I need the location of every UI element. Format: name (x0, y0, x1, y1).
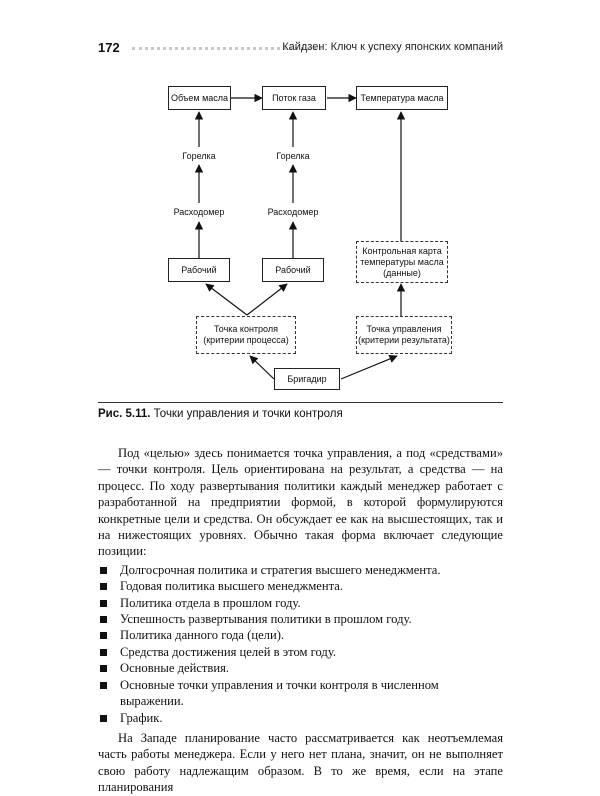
square-bullet-icon (100, 648, 107, 656)
square-bullet-icon (100, 599, 107, 607)
list-item: График. (98, 710, 503, 726)
node-oil-volume: Объем масла (168, 86, 231, 110)
node-oil-temperature-control-chart: Контрольная карта температуры масла (дан… (356, 241, 448, 283)
node-flowmeter-1: Расходомер (173, 206, 225, 217)
figure-caption: Рис. 5.11. Точки управления и точки конт… (98, 408, 343, 420)
page-number: 172 (98, 40, 120, 55)
list-item-text: Долгосрочная политика и стратегия высшег… (120, 562, 441, 577)
square-bullet-icon (100, 616, 107, 624)
square-bullet-icon (100, 681, 107, 689)
square-bullet-icon (100, 665, 107, 673)
list-item-text: Средства достижения целей в этом году. (120, 644, 337, 659)
square-bullet-icon (100, 583, 107, 591)
node-burner-2: Горелка (276, 150, 310, 161)
list-item-text: Политика данного года (цели). (120, 628, 285, 643)
square-bullet-icon (100, 632, 107, 640)
list-item: Основные точки управления и точки контро… (98, 677, 503, 710)
paragraph-2: На Западе планирование часто рассматрива… (98, 730, 503, 795)
book-page: 172 Кайдзен: Ключ к успеху японских комп… (98, 40, 503, 794)
body-text: Под «целью» здесь понимается точка управ… (98, 445, 503, 796)
node-control-point: Точка управления (критерии результата) (356, 316, 452, 354)
paragraph-1: Под «целью» здесь понимается точка управ… (98, 446, 503, 559)
list-item-text: Годовая политика высшего менеджмента. (120, 579, 344, 594)
arrow-checkpoint-to-worker-1 (205, 283, 248, 316)
node-checkpoint: Точка контроля (критерии процесса) (196, 316, 296, 354)
list-item: Политика отдела в прошлом году. (98, 595, 503, 611)
diagram-connectors (194, 93, 406, 380)
list-item: Успешность развертывания политики в прош… (98, 611, 503, 627)
arrow-checkpoint-to-worker-2 (246, 283, 288, 316)
list-item-text: Успешность развертывания политики в прош… (120, 612, 412, 627)
node-worker-1: Рабочий (168, 258, 230, 282)
square-bullet-icon (100, 566, 107, 574)
node-foreman: Бригадир (274, 368, 340, 390)
list-item-text: График. (120, 710, 163, 725)
list-item-text: Политика отдела в прошлом году. (120, 595, 301, 610)
caption-rule (98, 402, 503, 403)
node-flowmeter-2: Расходомер (267, 206, 319, 217)
running-title: Кайдзен: Ключ к успеху японских компаний (282, 41, 503, 53)
list-item: Годовая политика высшего менеджмента. (98, 578, 503, 594)
square-bullet-icon (100, 714, 107, 722)
list-item-text: Основные действия. (120, 661, 230, 676)
node-worker-2: Рабочий (262, 258, 324, 282)
list-item-text: Основные точки управления и точки контро… (120, 677, 439, 709)
list-item: Основные действия. (98, 660, 503, 676)
list-item: Средства достижения целей в этом году. (98, 644, 503, 660)
bullet-list: Долгосрочная политика и стратегия высшег… (98, 562, 503, 726)
figure-caption-label: Рис. 5.11. (98, 408, 151, 420)
arrow-foreman-to-checkpoint (249, 355, 275, 380)
header-dotted-rule (132, 47, 322, 50)
list-item: Политика данного года (цели). (98, 627, 503, 643)
arrow-foreman-to-control-point (340, 354, 398, 380)
list-item: Долгосрочная политика и стратегия высшег… (98, 562, 503, 578)
page-header: 172 Кайдзен: Ключ к успеху японских комп… (98, 40, 503, 56)
node-oil-temperature: Температура масла (356, 86, 448, 110)
figure-caption-text: Точки управления и точки контроля (153, 408, 343, 420)
node-burner-1: Горелка (182, 150, 216, 161)
node-gas-flow: Поток газа (262, 86, 326, 110)
control-points-diagram: Объем масла Поток газа Температура масла… (168, 86, 452, 390)
